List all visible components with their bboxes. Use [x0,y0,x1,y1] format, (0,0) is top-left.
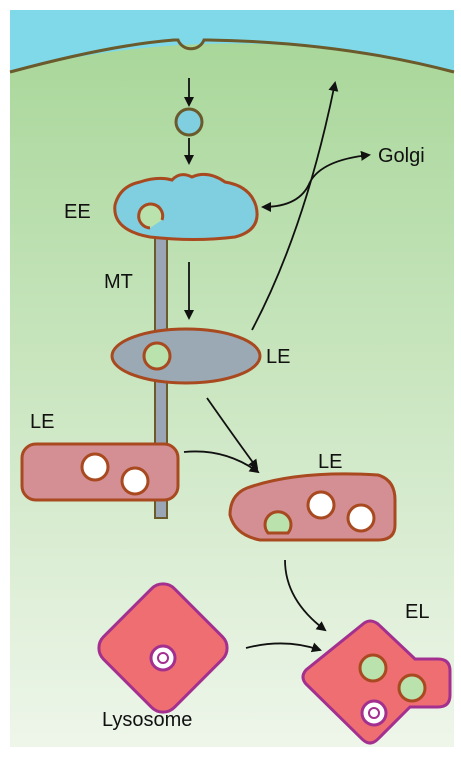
golgi-label: Golgi [378,145,425,167]
ee-label: EE [64,201,91,223]
le-left-label: LE [30,411,54,433]
intraluminal-vesicle [122,468,148,494]
budding-vesicle [265,512,291,533]
lysosome-vesicle-core [158,653,168,663]
lysosome-label: Lysosome [102,709,192,731]
intraluminal-vesicle [348,505,374,531]
intraluminal-vesicle [308,492,334,518]
endocytic-vesicle [176,109,202,135]
le-center-label: LE [266,346,290,368]
el-label: EL [405,601,429,623]
late-endosome-center [112,329,260,383]
le-right-label: LE [318,451,342,473]
intraluminal-vesicle [82,454,108,480]
intraluminal-vesicle [399,675,425,701]
endolysosome-lysosome-vesicle-core [369,708,379,718]
early-endosome [115,174,257,239]
intraluminal-vesicle [360,655,386,681]
mt-label: MT [104,271,133,293]
intraluminal-vesicle [144,343,170,369]
